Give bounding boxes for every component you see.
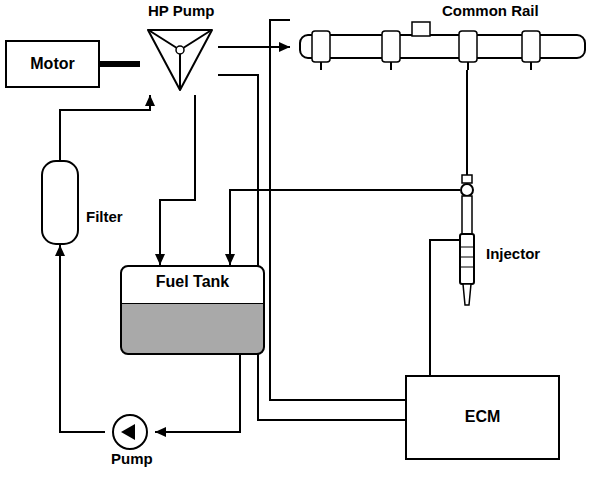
feed-pump: Pump (105, 412, 155, 470)
fuel-line (270, 20, 405, 400)
part-label: Fuel Tank (156, 273, 230, 291)
part-label: Pump (109, 450, 155, 467)
common-rail: Common Rail (290, 0, 590, 70)
injector-outline (440, 175, 555, 310)
part-label: Filter (84, 208, 125, 225)
fuel-tank: Fuel Tank (120, 265, 265, 355)
fuel-line (430, 240, 440, 375)
part-label: HP Pump (146, 2, 216, 19)
part-label: ECM (465, 408, 501, 426)
fuel-line (218, 75, 405, 420)
fuel-line (230, 190, 440, 265)
fuel-line (466, 70, 468, 175)
part-label: Common Rail (440, 2, 541, 19)
ecm-box: ECM (405, 375, 560, 460)
drive-shaft (100, 61, 140, 67)
fuel-filter: Filter (40, 160, 135, 245)
injector: Injector (440, 175, 555, 310)
fuel-line (160, 95, 195, 265)
motor-box: Motor (5, 40, 100, 88)
fuel-line (60, 95, 150, 160)
fuel-line (60, 245, 105, 432)
hp-pump: HP Pump (140, 0, 218, 95)
fuel-line (218, 46, 290, 48)
fuel-filter-outline (40, 160, 135, 245)
part-label: Motor (30, 55, 74, 73)
fuel-line (155, 355, 240, 432)
part-label: Injector (484, 245, 542, 262)
